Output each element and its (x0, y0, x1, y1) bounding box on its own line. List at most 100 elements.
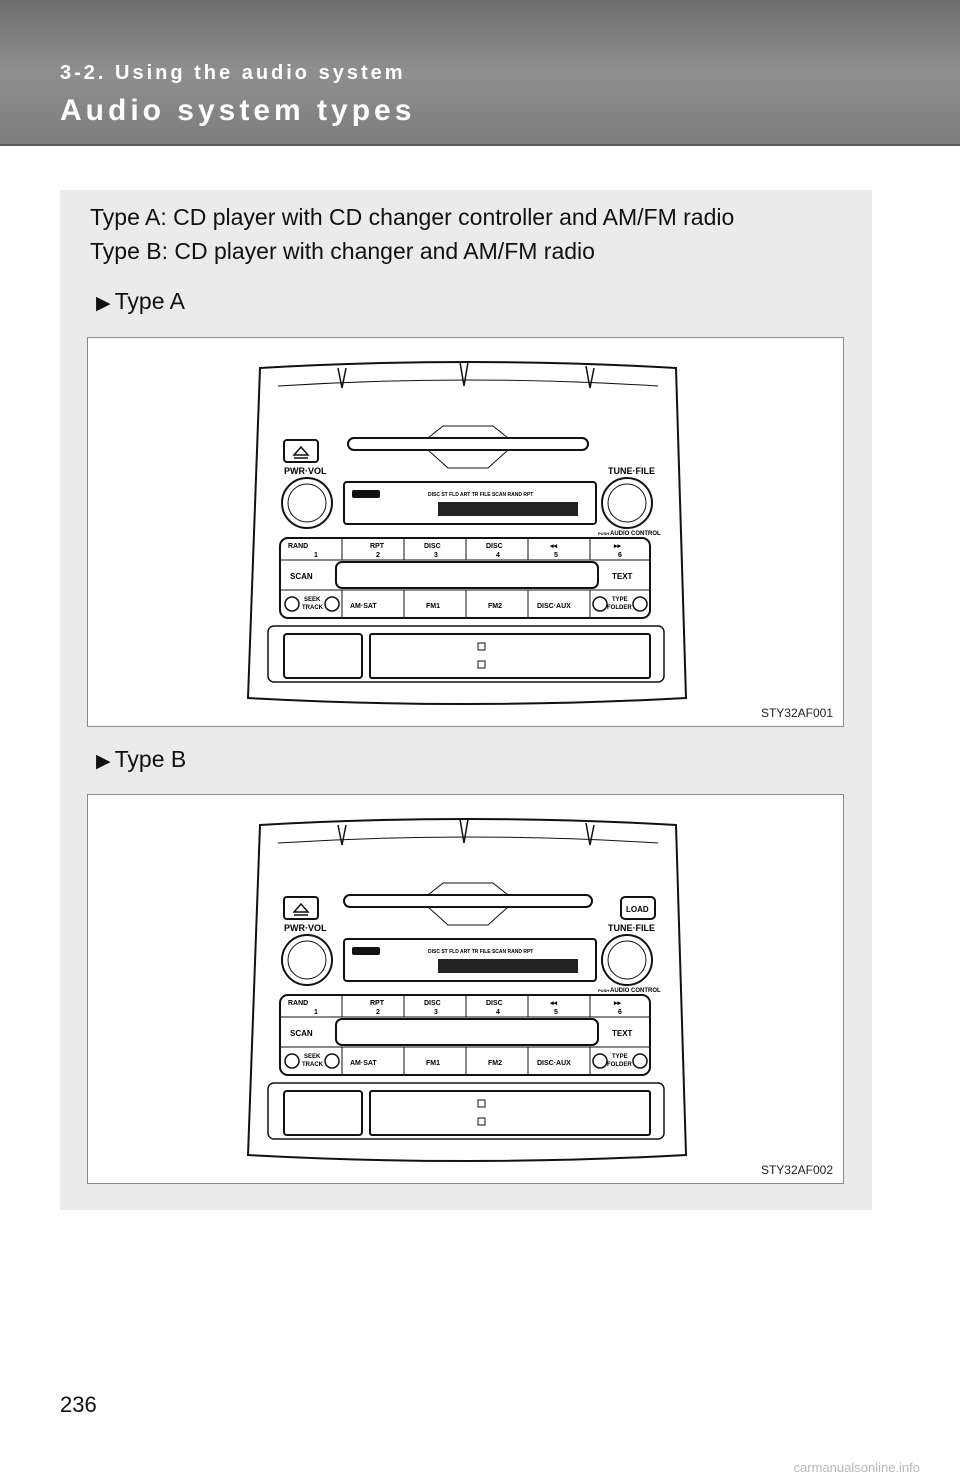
tune-file-knob-inner (607, 940, 647, 980)
seek-down-button (284, 596, 300, 612)
load-label: LOAD (626, 905, 649, 914)
triangle-bullet-icon: ▶ (96, 293, 111, 314)
audio-control-label: AUDIO CONTROL (610, 988, 661, 994)
tune-file-knob (601, 477, 653, 529)
triangle-bullet-icon: ▶ (96, 751, 111, 772)
seek-down-button (284, 1053, 300, 1069)
am-sat-label: AM·SAT (350, 1060, 377, 1067)
display-screen (343, 481, 597, 525)
intro-line-type-a: Type A: CD player with CD changer contro… (90, 204, 735, 230)
preset-4-top: DISC (486, 1000, 503, 1007)
type-label: TYPE (612, 597, 628, 603)
figure-type-b: LOAD PWR·VOL TUNE·FILE DISC ST FLD ART T… (87, 794, 844, 1184)
preset-3-top: DISC (424, 1000, 441, 1007)
cd-in-indicator (352, 947, 380, 955)
fm1-label: FM1 (426, 603, 440, 610)
lower-right-compartment (369, 633, 651, 679)
tune-file-knob (601, 934, 653, 986)
bottom-row-dividers (341, 1047, 591, 1075)
preset-5-top: ◂◂ (549, 543, 558, 550)
page-title: Audio system types (60, 94, 416, 127)
slot-top-guide (427, 882, 509, 896)
pwr-vol-knob-inner (287, 483, 327, 523)
button-panel (279, 994, 651, 1076)
type-label: TYPE (612, 1054, 628, 1060)
type-down-button (592, 596, 608, 612)
type-up-button (632, 596, 648, 612)
cd-in-indicator (352, 490, 380, 498)
audio-control-label: AUDIO CONTROL (610, 531, 661, 537)
display-indicators: DISC ST FLD ART TR FILE SCAN RAND RPT (428, 492, 533, 498)
preset-3-number: 3 (434, 1009, 438, 1016)
preset-1-number: 1 (314, 1009, 318, 1016)
preset-row: RAND 1 RPT 2 DISC 3 DISC 4 ◂◂ 5 ▸▸ 6 (288, 543, 622, 559)
pwr-vol-label: PWR·VOL (284, 923, 327, 933)
preset-4-number: 4 (496, 552, 500, 559)
pwr-vol-knob (281, 477, 333, 529)
scan-label: SCAN (290, 572, 313, 581)
eject-button (283, 896, 319, 920)
preset-2-top: RPT (370, 1000, 385, 1007)
indicator-square-1 (477, 1099, 486, 1108)
eject-icon (292, 902, 310, 916)
folder-label: FOLDER (607, 1062, 632, 1068)
preset-row: RAND 1 RPT 2 DISC 3 DISC 4 ◂◂ 5 ▸▸ 6 (288, 1000, 622, 1016)
preset-1-number: 1 (314, 552, 318, 559)
lower-left-compartment (283, 1090, 363, 1136)
indicator-square-1 (477, 642, 486, 651)
display-segments (438, 502, 578, 516)
track-label: TRACK (302, 1062, 324, 1068)
vent-notches (337, 818, 595, 846)
preset-dividers (341, 538, 591, 560)
eject-button (283, 439, 319, 463)
text-label: TEXT (612, 1029, 633, 1038)
fm2-label: FM2 (488, 603, 502, 610)
tune-file-label: TUNE·FILE (608, 466, 655, 476)
bezel-outline (246, 361, 688, 705)
preset-6-top: ▸▸ (613, 1000, 622, 1007)
figure-code: STY32AF001 (760, 706, 833, 720)
display-segments (438, 959, 578, 973)
preset-5-top: ◂◂ (549, 1000, 558, 1007)
scan-label: SCAN (290, 1029, 313, 1038)
seek-label: SEEK (304, 1054, 321, 1060)
section-number: 3-2. Using the audio system (60, 62, 406, 84)
load-button (620, 896, 656, 920)
type-b-label: ▶Type B (96, 746, 186, 773)
page-number: 236 (60, 1392, 97, 1417)
pwr-vol-label: PWR·VOL (284, 466, 327, 476)
preset-6-number: 6 (618, 552, 622, 559)
disc-aux-label: DISC·AUX (537, 603, 571, 610)
figure-type-a: PWR·VOL TUNE·FILE DISC ST FLD ART TR FIL… (87, 337, 844, 727)
radio-illustration-type-a: PWR·VOL TUNE·FILE DISC ST FLD ART TR FIL… (246, 361, 688, 705)
type-down-button (592, 1053, 608, 1069)
preset-dividers (341, 995, 591, 1017)
preset-3-top: DISC (424, 543, 441, 550)
text-label: TEXT (612, 572, 633, 581)
slot-bottom-guide (427, 906, 509, 926)
fm2-label: FM2 (488, 1060, 502, 1067)
figure-code: STY32AF002 (760, 1163, 833, 1177)
bezel-outline (246, 818, 688, 1162)
button-panel (279, 537, 651, 619)
pwr-vol-knob (281, 934, 333, 986)
preset-2-number: 2 (376, 552, 380, 559)
type-a-label-text: Type A (114, 288, 185, 314)
eject-icon (292, 445, 310, 459)
display-indicators: DISC ST FLD ART TR FILE SCAN RAND RPT (428, 949, 533, 955)
seek-label: SEEK (304, 597, 321, 603)
lower-right-compartment (369, 1090, 651, 1136)
type-b-label-text: Type B (114, 746, 187, 772)
section-header: 3-2. Using the audio system Audio system… (0, 0, 960, 146)
lower-left-compartment (283, 633, 363, 679)
preset-5-number: 5 (554, 1009, 558, 1016)
radio-illustration-type-b: LOAD PWR·VOL TUNE·FILE DISC ST FLD ART T… (246, 818, 688, 1162)
indicator-square-2 (477, 660, 486, 669)
center-long-button (335, 1018, 599, 1046)
preset-1-top: RAND (288, 1000, 308, 1007)
tune-file-label: TUNE·FILE (608, 923, 655, 933)
lower-tray (267, 625, 665, 683)
push-label: PUSH (598, 531, 609, 536)
fm1-label: FM1 (426, 1060, 440, 1067)
indicator-square-2 (477, 1117, 486, 1126)
